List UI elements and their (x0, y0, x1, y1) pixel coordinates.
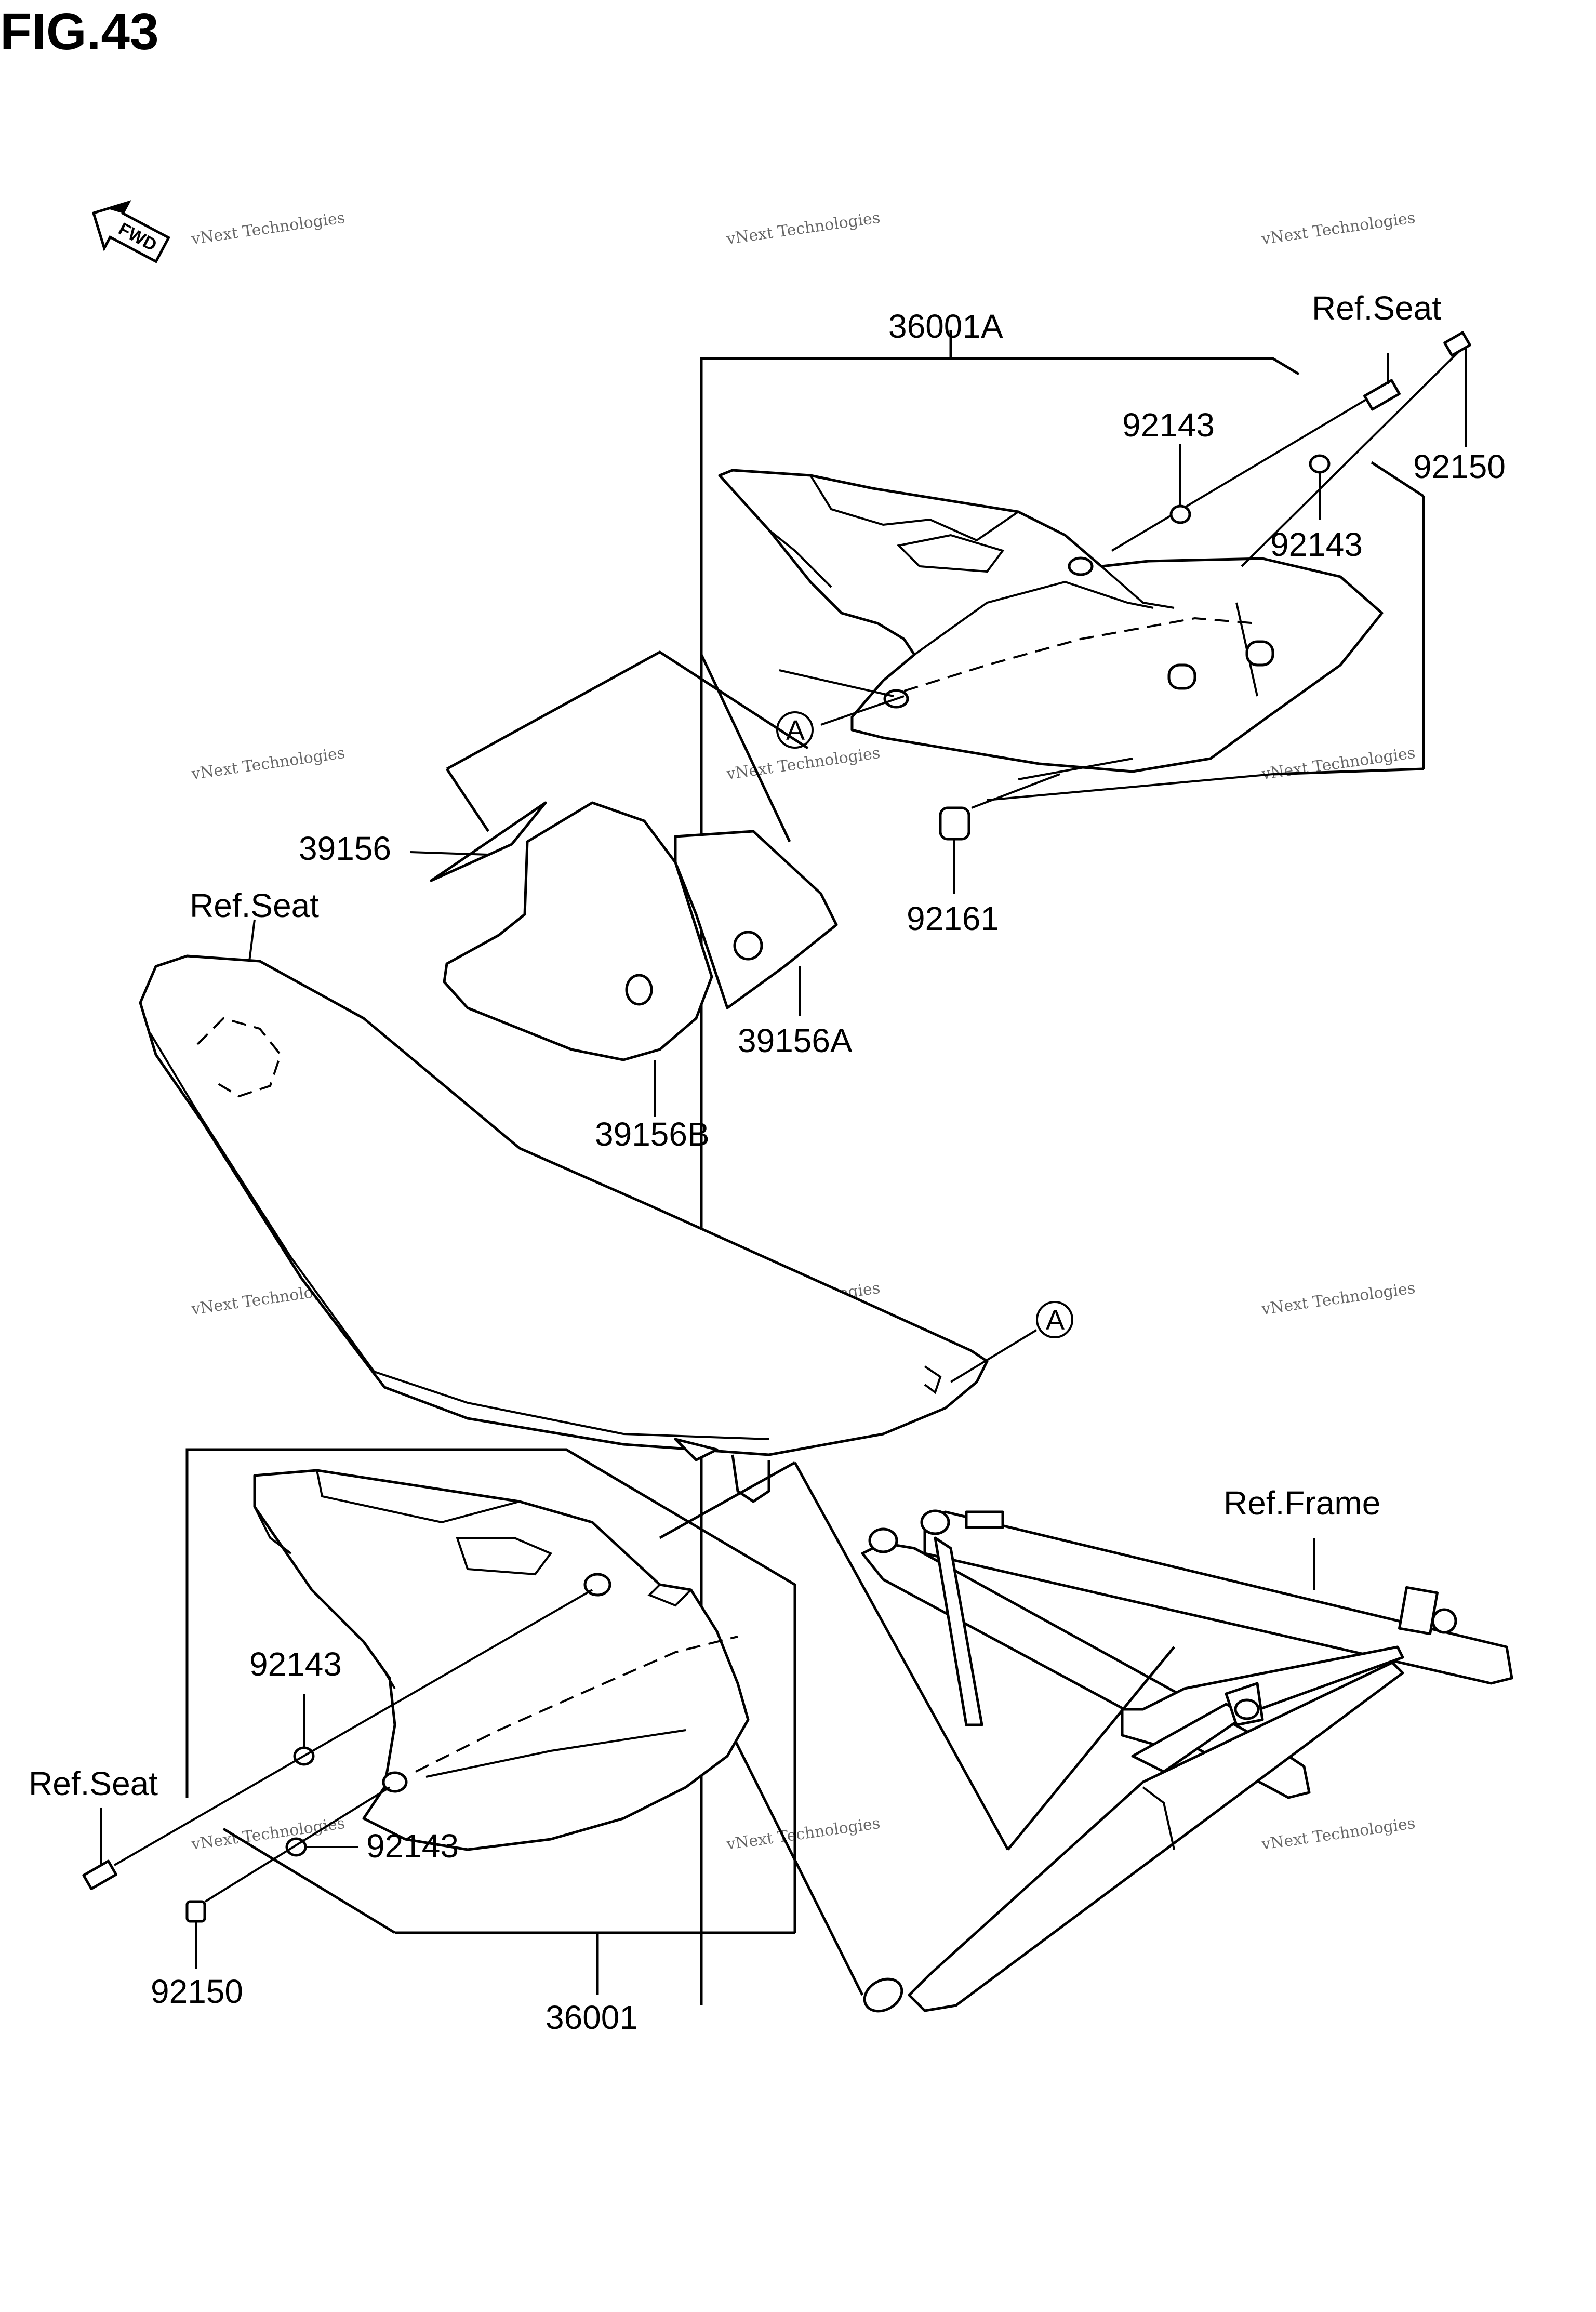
seat (139, 954, 989, 1456)
label-36001A: 36001A (888, 308, 1003, 345)
fwd-arrow-icon: FWD (91, 200, 171, 263)
watermark-text: vNext Technologies (190, 209, 346, 248)
label-ref-seat-mid: Ref.Seat (190, 887, 319, 924)
label-ref-seat-top: Ref.Seat (1312, 289, 1441, 327)
label-92143-c: 92143 (249, 1645, 342, 1683)
watermark-text: vNext Technologies (725, 209, 881, 248)
rear-frame (861, 1509, 1513, 2013)
decal-39156B (443, 801, 713, 1061)
washer-92143 (1309, 454, 1331, 474)
label-39156: 39156 (299, 830, 391, 867)
label-ref-seat-low: Ref.Seat (29, 1765, 158, 1802)
decal-39156 (430, 801, 547, 882)
grommet-92161 (939, 806, 970, 841)
watermark-text: vNext Technologies (725, 744, 881, 783)
label-ref-frame: Ref.Frame (1223, 1484, 1380, 1522)
label-39156B: 39156B (595, 1115, 710, 1153)
ref-a-circle-top (776, 711, 814, 749)
bolt-ref-seat-low (82, 1859, 117, 1890)
label-92161: 92161 (907, 900, 999, 937)
decal-39156A (674, 830, 838, 1009)
seat-tab (674, 1438, 719, 1461)
watermark-text: vNext Technologies (1260, 209, 1416, 248)
decal-hole (733, 931, 763, 961)
label-92143-a: 92143 (1122, 406, 1215, 444)
ref-a-mid: A (1046, 1305, 1065, 1336)
watermark-text: vNext Technologies (725, 1814, 881, 1854)
figure-title: FIG.43 (0, 3, 159, 61)
seat-hook (731, 1454, 770, 1503)
bolt-92150-top (1443, 331, 1471, 357)
bolt-ref-seat-top (1363, 379, 1401, 411)
watermark-text: vNext Technologies (1260, 1279, 1416, 1319)
label-39156A: 39156A (738, 1022, 853, 1059)
grommet-boss (1167, 663, 1196, 690)
label-92150-a: 92150 (1413, 448, 1506, 485)
label-92143-d: 92143 (366, 1827, 459, 1865)
grommet-boss (1245, 640, 1274, 667)
watermark-text: vNext Technologies (1260, 1814, 1416, 1854)
ref-a-circle-mid (1036, 1301, 1073, 1338)
label-92150-b: 92150 (151, 1973, 243, 2010)
mount-hole (1068, 556, 1094, 576)
bolt-92150-low (185, 1900, 206, 1923)
label-36001: 36001 (546, 1999, 638, 2036)
side-cover-36001A (718, 469, 1384, 773)
watermark-text: vNext Technologies (190, 744, 346, 783)
watermark-text: vNext Technologies (1260, 744, 1416, 783)
label-92143-b: 92143 (1270, 526, 1363, 563)
decal-hole (625, 974, 653, 1006)
washer-92143 (1169, 504, 1191, 524)
